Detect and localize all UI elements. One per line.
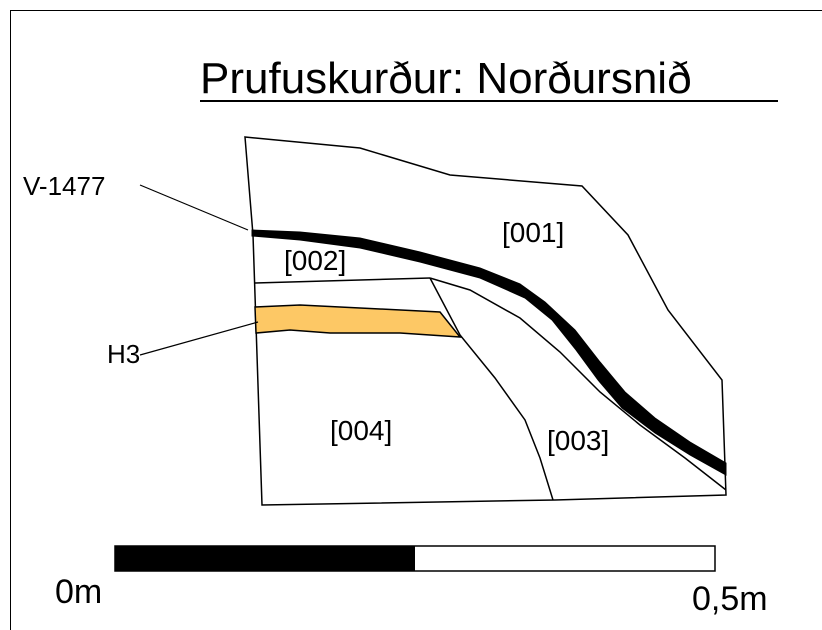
scale-label-end: 0,5m	[692, 580, 768, 618]
boundary-003-004	[429, 277, 554, 501]
boundary-002-lower	[254, 277, 431, 284]
callout-label-h3: H3	[107, 339, 140, 369]
scale-bar-filled-segment	[115, 546, 415, 571]
callout-label-v1477: V-1477	[23, 171, 105, 201]
h3-tephra-layer	[254, 304, 462, 338]
drawing-title: Prufuskurður: Norðursnið	[200, 54, 692, 103]
callout-leader-v1477	[139, 184, 249, 231]
layer-label-004: [004]	[330, 415, 392, 446]
scale-label-start: 0m	[55, 573, 102, 611]
layer-label-002: [002]	[284, 245, 346, 276]
v1477-tephra-layer	[251, 229, 727, 476]
layer-label-003: [003]	[547, 425, 609, 456]
section-outline	[244, 136, 727, 506]
layer-label-001: [001]	[502, 217, 564, 248]
boundary-003-upper	[429, 277, 727, 491]
drawing-frame	[10, 10, 822, 630]
callout-leader-h3	[139, 321, 259, 356]
scale-bar	[114, 545, 716, 572]
